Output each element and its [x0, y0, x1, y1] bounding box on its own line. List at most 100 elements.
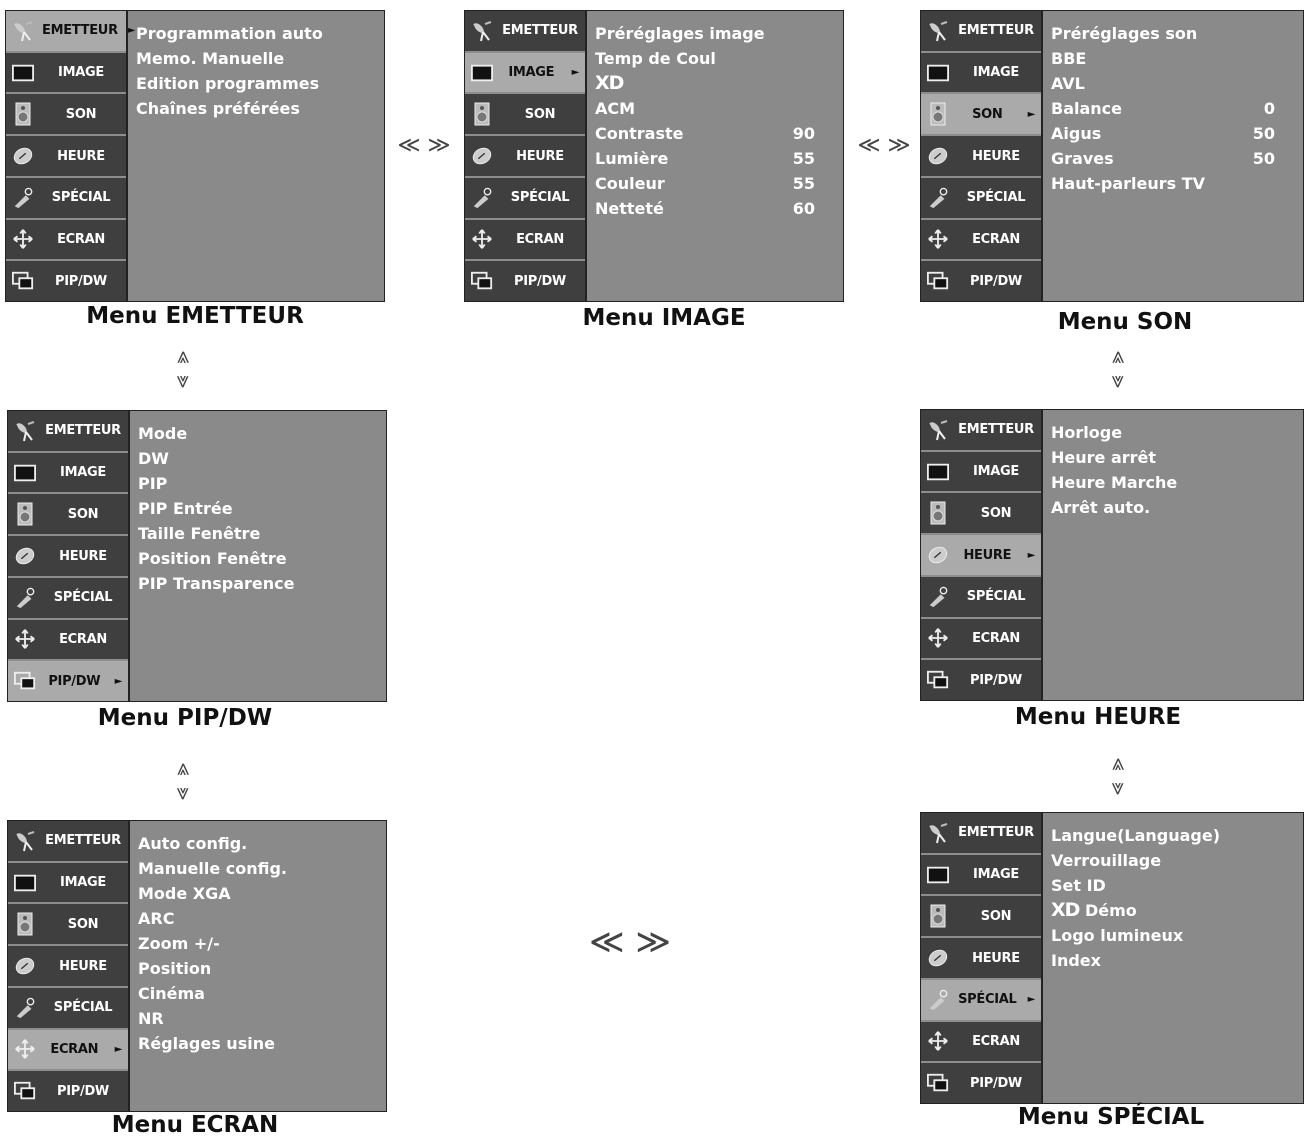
tab-special[interactable]: SPÉCIAL: [921, 577, 1041, 619]
menu-item[interactable]: Préréglages son: [1051, 21, 1295, 46]
menu-item[interactable]: PIP Entrée: [138, 496, 378, 521]
menu-item[interactable]: Verrouillage: [1051, 848, 1295, 873]
tab-pipdw[interactable]: PIP/DW: [6, 261, 126, 301]
tab-label: IMAGE: [973, 65, 1019, 81]
menu-item[interactable]: Set ID: [1051, 873, 1295, 898]
tab-heure[interactable]: HEURE►: [921, 535, 1041, 577]
menu-item[interactable]: Mode XGA: [138, 881, 378, 906]
speaker-icon: [927, 501, 949, 525]
menu-item[interactable]: Haut-parleurs TV: [1051, 171, 1295, 196]
tab-heure[interactable]: HEURE: [8, 536, 128, 578]
tab-emetteur[interactable]: EMETTEUR►: [6, 11, 135, 53]
tab-emetteur[interactable]: EMETTEUR: [921, 410, 1041, 452]
tab-image[interactable]: IMAGE: [921, 855, 1041, 897]
menu-item[interactable]: Heure Marche: [1051, 470, 1295, 495]
tab-son[interactable]: SON: [8, 494, 128, 537]
menu-item[interactable]: Chaînes préférées: [136, 96, 376, 121]
tab-emetteur[interactable]: EMETTEUR: [8, 821, 128, 863]
tab-pipdw[interactable]: PIP/DW►: [8, 661, 128, 702]
tab-label: SPÉCIAL: [966, 190, 1026, 206]
tab-son[interactable]: SON: [921, 493, 1041, 536]
tab-special[interactable]: SPÉCIAL: [6, 178, 126, 220]
tab-pipdw[interactable]: PIP/DW: [921, 1063, 1041, 1103]
menu-item[interactable]: DW: [138, 446, 378, 471]
menu-item[interactable]: Horloge: [1051, 420, 1295, 445]
menu-item[interactable]: Taille Fenêtre: [138, 521, 378, 546]
menu-item[interactable]: Temp de Coul: [595, 46, 835, 71]
menu-item[interactable]: Réglages usine: [138, 1031, 378, 1056]
menu-item[interactable]: Position: [138, 956, 378, 981]
tab-pipdw[interactable]: PIP/DW: [8, 1071, 128, 1111]
menu-item[interactable]: Manuelle config.: [138, 856, 378, 881]
menu-item-label: Horloge: [1051, 423, 1123, 442]
tab-son[interactable]: SON: [465, 94, 585, 137]
menu-item[interactable]: Programmation auto: [136, 21, 376, 46]
tab-ecran[interactable]: ECRAN: [921, 1022, 1041, 1064]
tab-ecran[interactable]: ECRAN►: [8, 1029, 128, 1072]
menu-item[interactable]: Langue(Language): [1051, 823, 1295, 848]
menu-item[interactable]: Logo lumineux: [1051, 923, 1295, 948]
tab-emetteur[interactable]: EMETTEUR: [921, 813, 1041, 855]
tab-emetteur[interactable]: EMETTEUR: [8, 411, 128, 453]
menu-item[interactable]: Memo. Manuelle: [136, 46, 376, 71]
menu-item[interactable]: Arrêt auto.: [1051, 495, 1295, 520]
menu-item[interactable]: Heure arrêt: [1051, 445, 1295, 470]
tab-special[interactable]: SPÉCIAL: [8, 578, 128, 620]
tab-son[interactable]: SON: [921, 896, 1041, 939]
menu-item[interactable]: Index: [1051, 948, 1295, 973]
menu-item[interactable]: Auto config.: [138, 831, 378, 856]
menu-item[interactable]: PIP: [138, 471, 378, 496]
menu-item[interactable]: Position Fenêtre: [138, 546, 378, 571]
tab-heure[interactable]: HEURE: [8, 946, 128, 988]
menu-item[interactable]: Edition programmes: [136, 71, 376, 96]
menu-item[interactable]: XD Démo: [1051, 898, 1295, 923]
tab-pipdw[interactable]: PIP/DW: [921, 660, 1041, 700]
menu-item[interactable]: PIP Transparence: [138, 571, 378, 596]
tab-ecran[interactable]: ECRAN: [8, 620, 128, 662]
menu-item[interactable]: Cinéma: [138, 981, 378, 1006]
tab-image[interactable]: IMAGE: [921, 53, 1041, 95]
tab-ecran[interactable]: ECRAN: [6, 220, 126, 262]
tab-image[interactable]: IMAGE: [8, 453, 128, 495]
tab-ecran[interactable]: ECRAN: [921, 220, 1041, 262]
tab-pipdw[interactable]: PIP/DW: [921, 261, 1041, 301]
menu-item[interactable]: Préréglages image: [595, 21, 835, 46]
tab-heure[interactable]: HEURE: [921, 938, 1041, 980]
tab-son[interactable]: SON►: [921, 94, 1041, 137]
tab-heure[interactable]: HEURE: [465, 136, 585, 178]
tab-son[interactable]: SON: [8, 904, 128, 947]
menu-item[interactable]: NR: [138, 1006, 378, 1031]
tab-special[interactable]: SPÉCIAL: [465, 178, 585, 220]
tab-son[interactable]: SON: [6, 94, 126, 137]
menu-item[interactable]: Zoom +/-: [138, 931, 378, 956]
tab-ecran[interactable]: ECRAN: [921, 619, 1041, 661]
tab-heure[interactable]: HEURE: [921, 136, 1041, 178]
tab-image[interactable]: IMAGE: [6, 53, 126, 95]
tab-pipdw[interactable]: PIP/DW: [465, 261, 585, 301]
tab-emetteur[interactable]: EMETTEUR: [465, 11, 585, 53]
menu-item[interactable]: ARC: [138, 906, 378, 931]
menu-item[interactable]: ACM: [595, 96, 835, 121]
tab-special[interactable]: SPÉCIAL: [8, 988, 128, 1030]
menu-item[interactable]: XD: [595, 71, 835, 96]
menu-item[interactable]: BBE: [1051, 46, 1295, 71]
tab-image[interactable]: IMAGE: [8, 863, 128, 905]
tab-emetteur[interactable]: EMETTEUR: [921, 11, 1041, 53]
tab-special[interactable]: SPÉCIAL: [921, 178, 1041, 220]
tab-image[interactable]: IMAGE►: [465, 52, 585, 95]
tab-special[interactable]: SPÉCIAL►: [921, 979, 1041, 1022]
tab-ecran[interactable]: ECRAN: [465, 220, 585, 262]
tab-image[interactable]: IMAGE: [921, 452, 1041, 494]
menu-item[interactable]: AVL: [1051, 71, 1295, 96]
tab-heure[interactable]: HEURE: [6, 136, 126, 178]
menu-item[interactable]: Mode: [138, 421, 378, 446]
